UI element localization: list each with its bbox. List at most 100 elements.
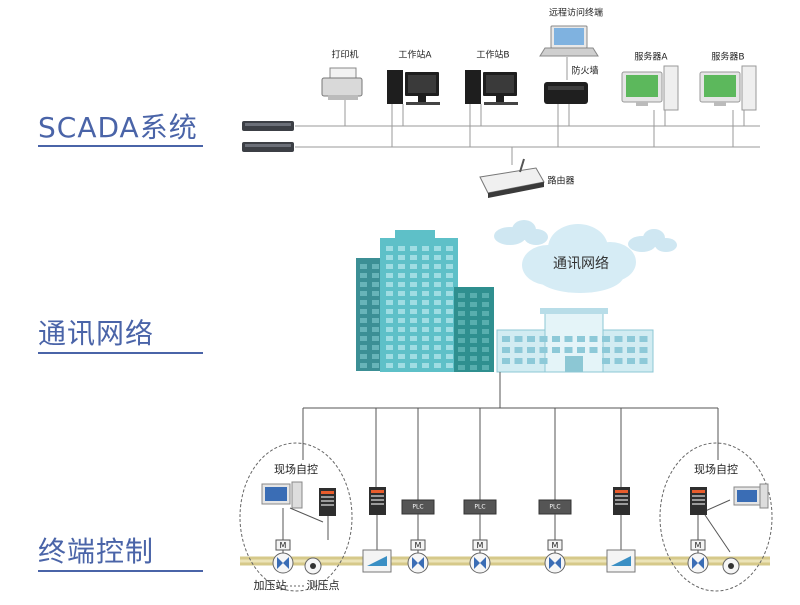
pressure-point-label: 测压点 <box>307 579 340 592</box>
window <box>564 347 573 353</box>
window <box>434 246 441 251</box>
window <box>434 354 441 359</box>
window <box>398 282 405 287</box>
motor-valve-icon: M <box>469 539 491 574</box>
window <box>398 264 405 269</box>
window <box>386 318 393 323</box>
window <box>434 309 441 314</box>
window <box>552 347 560 353</box>
window <box>539 336 548 342</box>
window <box>360 300 367 305</box>
window <box>422 300 429 305</box>
window <box>398 327 405 332</box>
window <box>458 347 465 352</box>
window <box>434 282 441 287</box>
window <box>422 246 429 251</box>
window <box>360 354 367 359</box>
window <box>386 255 393 260</box>
window <box>577 347 585 353</box>
rtu-cabinet-icon <box>690 487 707 515</box>
rtu-cabinet-icon <box>319 488 336 516</box>
flow-meter-icon <box>606 549 636 573</box>
window <box>470 320 477 325</box>
pressure-gauge-icon <box>304 557 322 575</box>
window <box>502 347 510 353</box>
window <box>360 282 367 287</box>
window <box>482 293 489 298</box>
window <box>577 336 585 342</box>
window <box>458 365 465 370</box>
window <box>360 336 367 341</box>
window <box>627 347 635 353</box>
window <box>410 345 417 350</box>
svg-text:M: M <box>477 541 484 550</box>
window <box>458 302 465 307</box>
window <box>386 246 393 251</box>
window <box>372 345 379 350</box>
server-b-icon <box>699 65 757 111</box>
window <box>482 338 489 343</box>
svg-text:PLC: PLC <box>549 504 560 511</box>
terminal-control: 现场自控 现场自控 <box>239 442 773 592</box>
window <box>446 345 453 350</box>
switch-icon <box>242 121 294 131</box>
drop-line <box>289 507 324 523</box>
window <box>458 356 465 361</box>
svg-text:M: M <box>415 541 422 550</box>
window <box>470 347 477 352</box>
window <box>446 363 453 368</box>
window <box>422 336 429 341</box>
window <box>446 255 453 260</box>
window <box>372 336 379 341</box>
window <box>372 300 379 305</box>
window <box>386 363 393 368</box>
window <box>372 363 379 368</box>
printer-label: 打印机 <box>331 49 358 61</box>
window <box>410 363 417 368</box>
window <box>446 291 453 296</box>
workstation-a-icon <box>387 70 440 105</box>
rtu-cabinet-icon <box>369 487 386 515</box>
window <box>410 327 417 332</box>
window <box>446 336 453 341</box>
window <box>398 354 405 359</box>
window <box>410 255 417 260</box>
window <box>372 264 379 269</box>
window <box>614 358 623 364</box>
window <box>398 273 405 278</box>
window <box>410 309 417 314</box>
window <box>360 345 367 350</box>
server-b-label: 服务器B <box>711 51 744 63</box>
window <box>372 309 379 314</box>
window <box>458 311 465 316</box>
printer-icon <box>321 67 363 100</box>
window <box>360 309 367 314</box>
window <box>410 282 417 287</box>
window <box>398 246 405 251</box>
window <box>372 318 379 323</box>
window <box>386 327 393 332</box>
window <box>639 347 648 353</box>
section-underline-terminal <box>38 570 203 572</box>
window <box>564 336 573 342</box>
window <box>398 363 405 368</box>
window <box>386 309 393 314</box>
switch-icon <box>242 142 294 152</box>
window <box>514 347 523 353</box>
workstation-a-label: 工作站A <box>398 49 432 61</box>
window <box>539 347 548 353</box>
window <box>434 318 441 323</box>
window <box>434 264 441 269</box>
window <box>360 327 367 332</box>
window <box>410 264 417 269</box>
window <box>614 336 623 342</box>
local-computer-icon <box>261 481 303 509</box>
svg-text:M: M <box>280 541 287 550</box>
flow-meter-icon <box>362 549 392 573</box>
window <box>422 291 429 296</box>
svg-text:PLC: PLC <box>474 504 485 511</box>
window <box>372 273 379 278</box>
window <box>434 300 441 305</box>
window <box>360 273 367 278</box>
window <box>470 311 477 316</box>
